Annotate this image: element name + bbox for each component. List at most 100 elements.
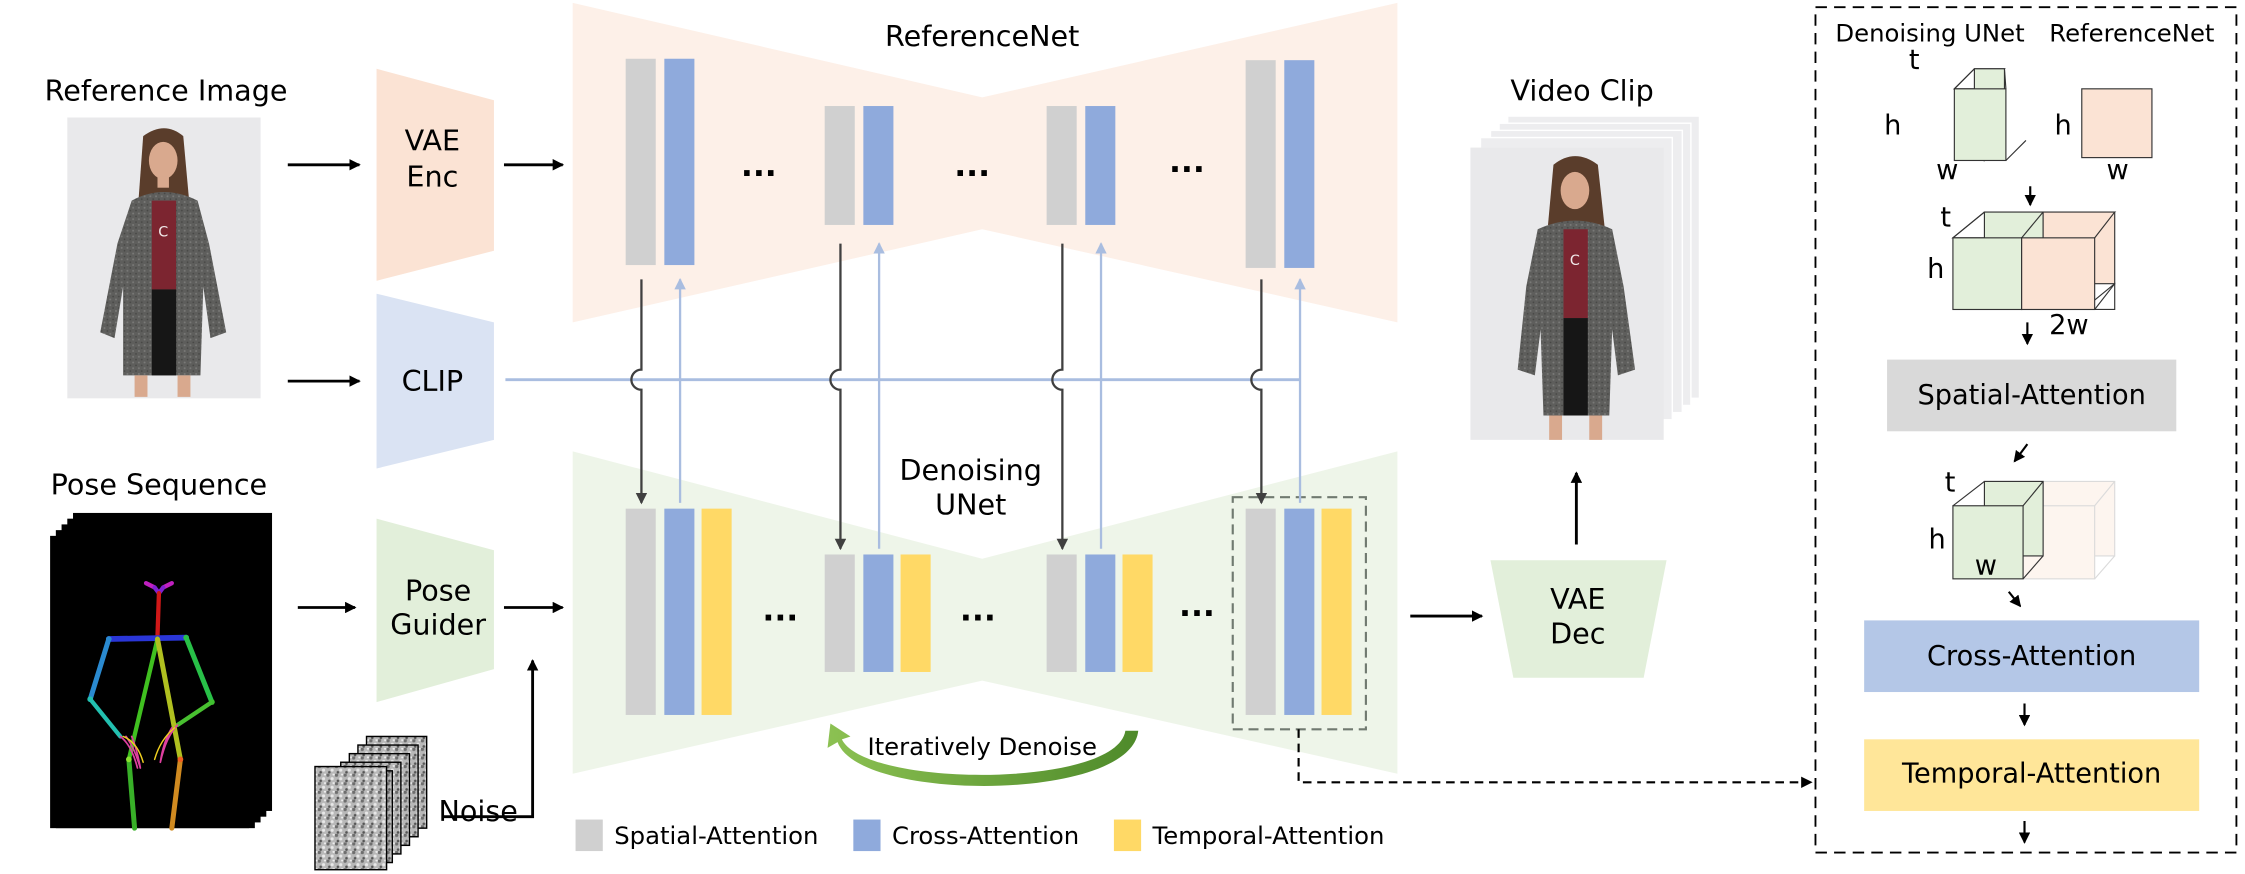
curved-arrow-icon: [827, 723, 1139, 786]
cube3-h-label: h: [1929, 525, 1946, 556]
reference-image: C: [67, 117, 261, 399]
refmap-h-label: h: [2055, 111, 2072, 142]
cube2-t-label: t: [1940, 202, 1951, 233]
cube1-w-label: w: [1936, 155, 1958, 186]
vae-dec-shape: [1490, 560, 1667, 678]
referencenet-spatial-attention-block: [1046, 106, 1077, 225]
cube2-2w-label: 2w: [2049, 310, 2089, 341]
pose-guider-shape: [376, 518, 494, 703]
iterative-denoise-arrow: Iteratively Denoise: [827, 723, 1139, 786]
referencenet-cross-attention-block: [1284, 60, 1315, 268]
vae-dec-label-line2: Dec: [1550, 616, 1605, 650]
clip-encoder: CLIP: [376, 293, 494, 469]
pose-sequence-label: Pose Sequence: [51, 467, 268, 501]
pose-guider-label-line1: Pose: [405, 573, 471, 607]
unet-temporal-attention-block: [701, 508, 732, 715]
vae-enc-shape: [376, 68, 494, 281]
unet-ellipsis-3: ...: [1179, 588, 1215, 624]
unet-cross-attention-block: [1284, 508, 1315, 715]
unet-ellipsis-1: ...: [762, 592, 798, 628]
unet-spatial-attention-block: [1046, 554, 1077, 672]
legend-swatch: [853, 819, 881, 852]
unet-cross-attention-block: [863, 554, 894, 672]
referencenet-feature-map: [2081, 88, 2153, 159]
referencenet-ellipsis-3: ...: [1169, 144, 1205, 180]
cube1-h-label: h: [1884, 111, 1901, 142]
pose-guider-label-line2: Guider: [390, 608, 486, 642]
arrow-noise-to-unet: [443, 659, 539, 819]
vae-decoder: VAE Dec: [1490, 560, 1667, 678]
denoising-unet-shape: [572, 451, 1398, 774]
legend-label: Spatial-Attention: [614, 821, 818, 850]
unet-spatial-attention-block: [1245, 508, 1276, 715]
unet-temporal-attention-block: [900, 554, 931, 672]
denoising-unet-title-line1: Denoising: [900, 453, 1042, 487]
video-clip-stack: C: [1470, 115, 1701, 440]
concatenated-feature-cube: [1951, 211, 2117, 311]
reference-to-unet-arrow: [829, 243, 847, 551]
referencenet: ReferenceNet: [572, 2, 1398, 323]
referencenet-shape: [572, 2, 1398, 323]
referencenet-cross-attention-block: [664, 58, 695, 266]
temporal-attention-box: [1864, 739, 2200, 811]
legend-label: Cross-Attention: [892, 821, 1079, 850]
referencenet-cross-attention-block: [863, 106, 894, 225]
reference-image-label: Reference Image: [45, 73, 288, 107]
unet-ellipsis-2: ...: [960, 592, 996, 628]
detail-connector-arrowhead: [1801, 776, 1813, 789]
noise-stack: [314, 735, 428, 871]
unet-temporal-attention-block: [1321, 508, 1352, 715]
detail-connector-line: [1297, 729, 1802, 784]
detail-panel-border: [1814, 6, 2238, 854]
spatial-attention-box-label: Spatial-Attention: [1917, 380, 2145, 411]
legend-label: Temporal-Attention: [1152, 821, 1385, 850]
cross-net-connections: [630, 242, 1306, 551]
detail-arrow-4: [2007, 591, 2022, 608]
refmap-w-label: w: [2106, 155, 2128, 186]
referencenet-ellipsis-1: ...: [741, 148, 777, 184]
video-clip-label: Video Clip: [1510, 73, 1653, 107]
reference-to-unet-arrow: [1250, 279, 1268, 505]
temporal-attention-box-label: Temporal-Attention: [1901, 758, 2161, 789]
unet-spatial-attention-block: [625, 508, 656, 715]
unet-temporal-attention-block: [1122, 554, 1153, 672]
referencenet-spatial-attention-block: [625, 58, 656, 266]
unet-cross-attention-block: [1085, 554, 1116, 672]
referencenet-spatial-attention-block: [824, 106, 855, 225]
legend-swatch: [575, 819, 603, 852]
reference-to-unet-arrow: [630, 279, 648, 505]
pose-skeleton: [87, 580, 215, 831]
vae-encoder: VAE Enc: [376, 68, 494, 281]
svg-text:C: C: [158, 224, 168, 240]
detail-denoising-unet-label: Denoising UNet: [1835, 19, 2024, 48]
legend-swatch: [1113, 819, 1142, 852]
reference-to-unet-arrow: [1051, 243, 1069, 551]
spatial-attention-box: [1887, 359, 2177, 432]
cube1-t-label: t: [1909, 45, 1920, 76]
clip-label: CLIP: [402, 364, 464, 398]
cross-attention-box: [1864, 620, 2200, 693]
noise-label: Noise: [439, 794, 518, 828]
detail-arrow-3: [2013, 443, 2029, 463]
pose-guider: Pose Guider: [376, 518, 494, 703]
unet-cross-attention-block: [664, 508, 695, 715]
referencenet-spatial-attention-block: [1245, 60, 1276, 268]
unet-feature-cube: [1952, 68, 2027, 162]
referencenet-cross-attention-block: [1085, 106, 1116, 225]
detail-referencenet-label: ReferenceNet: [2049, 19, 2214, 48]
vae-dec-label-line1: VAE: [1550, 582, 1605, 616]
denoising-unet-title-line2: UNet: [935, 487, 1006, 521]
referencenet-ellipsis-2: ...: [954, 148, 990, 184]
unet-spatial-attention-block: [824, 554, 855, 672]
vae-enc-label-line1: VAE: [405, 123, 460, 157]
attention-detail-panel: Denoising UNet ReferenceNet t h w h w: [1814, 6, 2238, 854]
cube3-w-label: w: [1975, 551, 1997, 582]
clip-shape: [376, 293, 494, 469]
split-feature-cube: [1952, 480, 2116, 580]
cross-attention-box-label: Cross-Attention: [1927, 641, 2136, 672]
pose-sequence-stack: [50, 512, 273, 831]
cube3-t-label: t: [1945, 467, 1956, 498]
cube2-h-label: h: [1927, 254, 1944, 285]
legend: Spatial-Attention Cross-Attention Temporal…: [575, 819, 1385, 852]
